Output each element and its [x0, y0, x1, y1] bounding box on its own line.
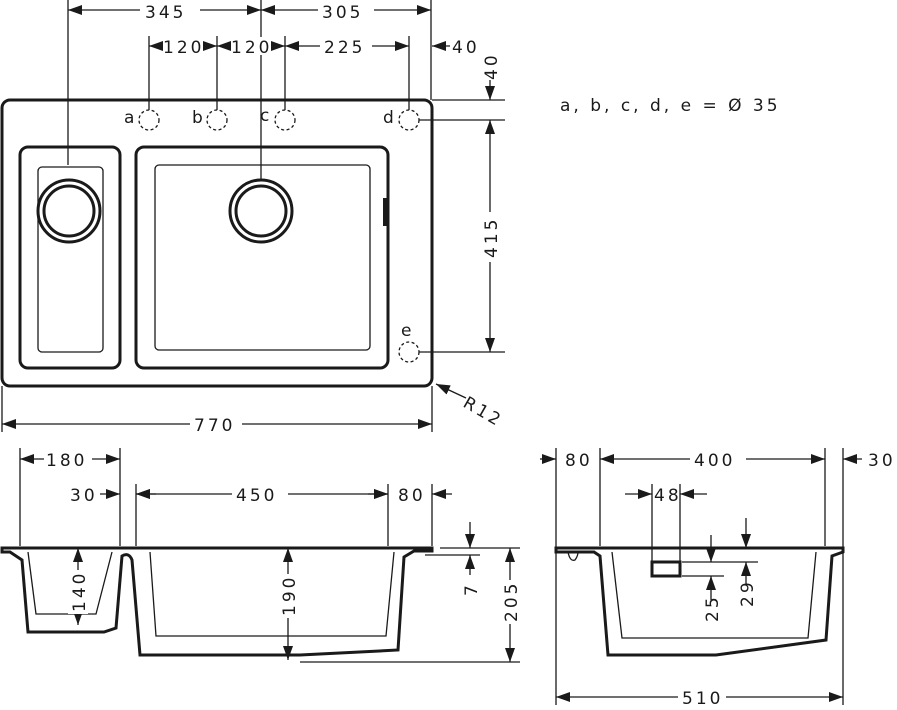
dim-140: 140: [70, 571, 90, 612]
dim-190: 190: [280, 575, 300, 616]
dim-770: 770: [194, 416, 235, 436]
dim-line-r12: [435, 383, 467, 399]
front-section: 180 30 450 80 140 190 7 205: [0, 448, 522, 663]
dim-7: 7: [462, 582, 482, 596]
dim-48: 48: [654, 486, 682, 506]
dim-225: 225: [324, 38, 365, 58]
small-bowl-inner: [37, 166, 104, 353]
dim-180: 180: [46, 451, 87, 471]
side-section: 80 400 30 48 25 29 510: [540, 448, 896, 709]
hole-label-d: d: [383, 108, 397, 128]
dim-415: 415: [482, 217, 502, 258]
dim-305: 305: [322, 3, 363, 23]
top-view: a b c d e 345 305 120 120 225: [0, 0, 781, 436]
hole-label-b: b: [192, 108, 206, 128]
dim-r12: R12: [460, 393, 507, 432]
hole-d: [398, 109, 420, 131]
side-profile: [554, 546, 845, 657]
hole-e: [398, 341, 420, 363]
overflow-opening: [650, 560, 682, 578]
dim-450: 450: [236, 486, 277, 506]
large-drain-inner: [234, 184, 288, 238]
front-profile-inner: [27, 551, 395, 637]
small-bowl: [18, 145, 122, 370]
side-profile-lip: [567, 551, 579, 561]
large-drain: [228, 178, 294, 244]
dim-345: 345: [145, 3, 186, 23]
hole-label-a: a: [124, 108, 137, 128]
dim-120b: 120: [231, 38, 272, 58]
hole-a: [138, 109, 160, 131]
hole-c: [274, 109, 296, 131]
dim-120a: 120: [163, 38, 204, 58]
side-profile-inner: [611, 551, 817, 639]
hole-diameter-note: a, b, c, d, e = Ø 35: [560, 96, 781, 116]
dim-80: 80: [398, 486, 426, 506]
large-bowl-inner: [154, 164, 371, 351]
dim-400: 400: [694, 451, 735, 471]
dim-40h: 40: [452, 38, 480, 58]
small-drain: [36, 178, 102, 244]
dim-30-side: 30: [868, 451, 896, 471]
hole-b: [206, 109, 228, 131]
dim-25: 25: [703, 594, 723, 622]
dim-205: 205: [502, 581, 522, 622]
hole-label-c: c: [260, 106, 272, 126]
front-profile: [0, 546, 434, 657]
large-bowl: [134, 145, 390, 370]
dim-40v: 40: [482, 52, 502, 80]
dim-29: 29: [738, 579, 758, 607]
small-drain-inner: [42, 184, 96, 238]
hole-label-e: e: [401, 321, 414, 341]
dim-80-side: 80: [565, 451, 593, 471]
dim-30: 30: [70, 486, 98, 506]
dim-510: 510: [682, 689, 723, 709]
